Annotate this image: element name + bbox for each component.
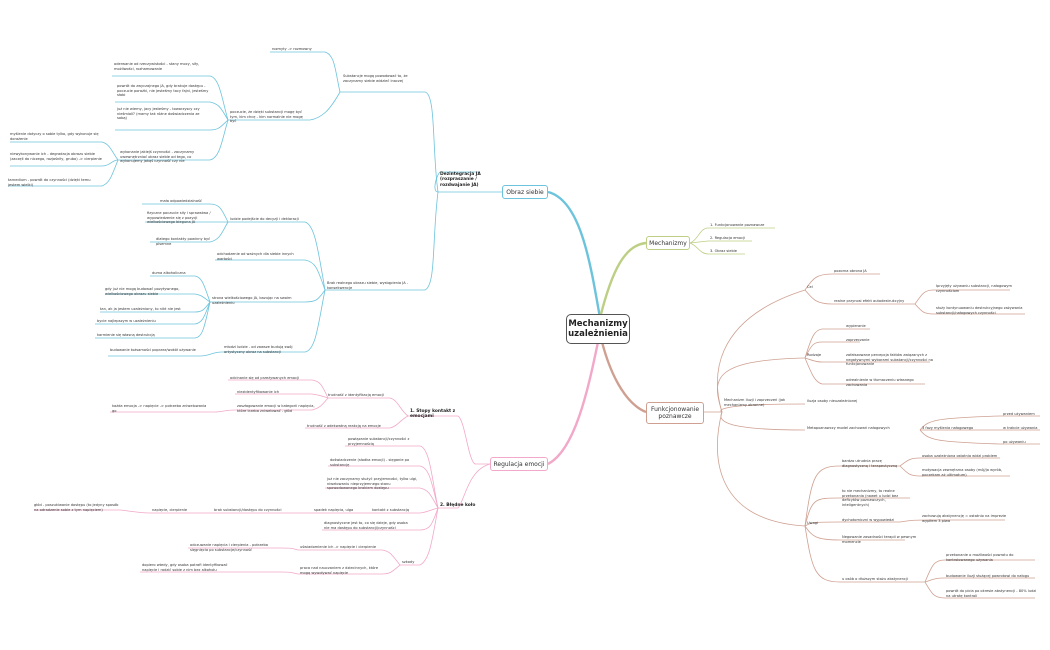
node-label: Funkcjonowanie poznawcze [650, 406, 700, 420]
reg-bledne-child[interactable]: już nie zaczynamy służyć przyjemności, t… [327, 477, 418, 491]
obraz-ludzie[interactable]: ludzie podejście do decyzji i deklaracji [230, 217, 299, 221]
funk-dluzszy-child[interactable]: budowanie iluzji służącej powrotowi do n… [946, 574, 1030, 578]
reg-stopien1[interactable]: 1. Stopy kontakt z emocjami [410, 409, 456, 420]
branch-mech [598, 241, 647, 319]
funk-uwagi-child[interactable]: Negowanie zasadności terapii w pewnym mo… [842, 535, 917, 544]
obraz-wykonanie[interactable]: wykonanie jakiejś czynności - zaczynamy … [120, 150, 195, 164]
reg-diagnostyczne[interactable]: diagnostyczne jest to, co się dzieje, gd… [324, 521, 408, 530]
obraz-odchodzenie[interactable]: odchodzenie od ważnych dla siebie innych… [217, 252, 294, 261]
branch-funk [600, 341, 647, 414]
funk-cel-grandchild[interactable]: służy kontynuowaniu destrukcyjnego zażyw… [936, 306, 1023, 315]
funk-bardzo-child[interactable]: motywacja zewnętrzna osoby (mój/ja wyrób… [922, 468, 1003, 477]
reg-trudnosc-reakcja[interactable]: trudność z adekwatną reakcją na emocje [307, 424, 381, 428]
funk-uwagi-child[interactable]: bardzo utrudnia pracę diagnostyczną i te… [842, 459, 898, 468]
funk-cel-child[interactable]: pozorna obrona JA [834, 269, 867, 273]
reg-szkody[interactable]: szkody [402, 560, 415, 564]
obraz-mlodzi[interactable]: młodzi ludzie - od zawsze budują swój or… [224, 345, 293, 354]
reg-napiecie-cierpienie[interactable]: napięcie, cierpienie [152, 508, 188, 512]
funk-bardzo-child[interactable]: osoba uzależniona ostatnia widzi problem [922, 454, 998, 458]
reg-uswiadomienie-child[interactable]: odczuwanie napięcia i cierpienia - potrz… [190, 543, 268, 552]
mech-item[interactable]: 1. Funkcjonowanie poznawcze [710, 223, 765, 227]
funk-faza[interactable]: w trakcie używania [1003, 426, 1038, 430]
reg-trud1-child[interactable]: niezidentyfikowanie ich [237, 390, 280, 394]
root-label: Mechanizmy uzależnienia [568, 319, 628, 339]
funk-rodzaje-child[interactable]: zaprzeczanie [846, 338, 870, 342]
reg-bledne-child[interactable]: doświadczenie (słodka emocji) - sięganie… [330, 458, 410, 467]
obraz-brak-realnego[interactable]: Brak realnego obrazu siebie, wystąpienia… [327, 281, 409, 290]
node-label: Regulacja emocji [493, 460, 545, 468]
funk-uwagi-child[interactable]: dychotomiczni w wypowiedzi [842, 518, 895, 522]
obraz-strona-child[interactable]: tan, ak ja jestem uzależniony, to nikt n… [100, 307, 181, 311]
funk-mechanizm-iluzji[interactable]: Mechanizm iluzji i zaprzeczeń (jak mecha… [724, 398, 786, 407]
obraz-dezintegracja[interactable]: Dezintegracja JA (rozpraszanie / rozdwaj… [440, 172, 481, 188]
reg-praca[interactable]: praca nad nauczaniem z dziecinnych, któr… [300, 566, 379, 575]
mech-item[interactable]: 3. Obraz siebie [710, 249, 737, 253]
funk-faza[interactable]: po używaniu [1003, 440, 1026, 444]
obraz-wykonanie-child[interactable]: niewykonywanie ich - degradacja obrazu s… [10, 152, 102, 161]
funk-fazy[interactable]: 3 fazy myślenia nałogowego [922, 426, 974, 430]
obraz-poczucie[interactable]: poczucie, że dzięki substancji mogę być … [230, 110, 303, 124]
funk-cel-grandchild[interactable]: Iprzyjęty używaniu substancji, nałogowym… [936, 284, 1013, 293]
obraz-strona-child[interactable]: duma alkoholiczna [152, 271, 186, 275]
branch-reg [547, 341, 600, 466]
reg-bledne-kolo[interactable]: 2. Błędne koło [440, 503, 476, 508]
node-label: Mechanizmy [649, 239, 687, 247]
branch-obraz [547, 190, 602, 319]
obraz-ludzie-child[interactable]: mała odpowiedzialność [160, 199, 202, 203]
obraz-strona-child[interactable]: gdy już nie mogą budować pozytywnego, wi… [105, 287, 180, 296]
node-funkcjonowanie-poznawcze[interactable]: Funkcjonowanie poznawcze [646, 402, 704, 424]
funk-dychotomiczni-child[interactable]: zachowują abstynencję = ostatnio na impr… [922, 514, 1007, 523]
mech-item[interactable]: 2. Regulacja emocji [710, 236, 746, 240]
obraz-ludzie-child[interactable]: dlatego kontakty powinny być pisemne [156, 237, 211, 246]
obraz-wykonanie-child[interactable]: tarnedium - powrót do czynności (dzięki … [8, 178, 91, 187]
reg-glod[interactable]: głód - poszukiwanie dostępu (to jedyny s… [34, 503, 119, 512]
funk-uwagi-child[interactable]: to nie mechanizmy, to realne przekonania… [842, 489, 899, 507]
root-node[interactable]: Mechanizmy uzależnienia [566, 314, 630, 344]
reg-spadek-napiecia[interactable]: spadek napięcia, ulga [314, 508, 354, 512]
funk-faza[interactable]: przed używaniem [1003, 412, 1035, 416]
funk-cel-child[interactable]: realne przynosi efekt autodestrukcyjny [834, 299, 905, 303]
reg-trud1-child[interactable]: zaszłagowanie emocji w kategorii napięci… [237, 404, 315, 413]
funk-rodzaje[interactable]: Rodzaje [807, 353, 822, 357]
node-regulacja-emocji[interactable]: Regulacja emocji [490, 457, 548, 471]
obraz-poczucie-child[interactable]: powrót do zwyczajnego JA, gdy brakuje do… [117, 84, 209, 98]
reg-kontakt-substancja[interactable]: kontakt z substancją [372, 508, 410, 512]
obraz-strona[interactable]: strona wielkościowego JA, bazując na swo… [212, 296, 292, 305]
reg-uswiadomienie[interactable]: uświadomienie ich -> napięcie i cierpien… [300, 545, 377, 549]
funk-dluzszy-child[interactable]: powrót do picia po okresie abstynencji -… [946, 589, 1037, 598]
reg-trudnosc-identyfikacja[interactable]: trudność z identyfikacją emocji [328, 393, 384, 397]
funk-dluzszy-child[interactable]: przekonanie o możliwości powrotu do kont… [946, 553, 1014, 562]
funk-rodzaje-child[interactable]: zafałszowane percepcja faktów związanych… [846, 353, 933, 367]
reg-kazda-emocja[interactable]: każda emocja -> napięcie -> potrzeba zni… [112, 404, 207, 413]
reg-praca-child[interactable]: dopiero wtedy, gdy osoba potrafi identyf… [142, 563, 228, 572]
obraz-substancje[interactable]: Substancje mogą powodować to, że zaczyna… [343, 74, 408, 83]
funk-rodzaje-child[interactable]: odrealnienie w tłumaczeniu własnego zach… [846, 378, 914, 387]
obraz-rozmyty[interactable]: rozmyty -> rozmowny [272, 47, 312, 51]
reg-bledne-child[interactable]: powiązanie substancji/czynności z przyje… [348, 437, 410, 446]
obraz-strona-child[interactable]: karmienie się własną destrukcją [97, 333, 155, 337]
funk-iluzja-osoby[interactable]: iluzja osoby nieuzależnionej [807, 399, 858, 403]
funk-uwagi-child[interactable]: u osób o dłuższym stażu abstynencji [842, 577, 908, 581]
obraz-strona-child[interactable]: bycie najlepszym w uzależnieniu [97, 319, 156, 323]
reg-brak-substancji[interactable]: brak substancji/dostępu do czynności [214, 508, 282, 512]
node-label: Obraz siebie [506, 188, 544, 196]
obraz-mlodzi-child[interactable]: budowanie tożsamości poprzez/wokół używa… [110, 348, 196, 352]
obraz-wykonanie-child[interactable]: myślenie dotyczy o sobie tylko, gdy wyko… [10, 132, 99, 141]
reg-trud1-child[interactable]: odcinanie się od przeżywanych emocji [230, 376, 300, 380]
node-mechanizmy[interactable]: Mechanizmy [646, 236, 690, 250]
obraz-ludzie-child[interactable]: fizyczne poczucie siły i sprawstwa / wyp… [147, 211, 211, 225]
funk-cel[interactable]: Cel [807, 285, 813, 289]
obraz-poczucie-child[interactable]: oderwanie od rzeczywistości - stany mocy… [114, 62, 200, 71]
funk-rodzaje-child[interactable]: wypieranie [846, 324, 866, 328]
funk-uwagi[interactable]: Uwagi [807, 521, 819, 525]
node-obraz-siebie[interactable]: Obraz siebie [502, 185, 548, 199]
obraz-poczucie-child[interactable]: już nie wiemy, jacy jesteśmy - towarzysc… [117, 107, 200, 121]
funk-metapoznawczy[interactable]: Metapoznawczy model zachowań nałogowych [807, 426, 890, 430]
